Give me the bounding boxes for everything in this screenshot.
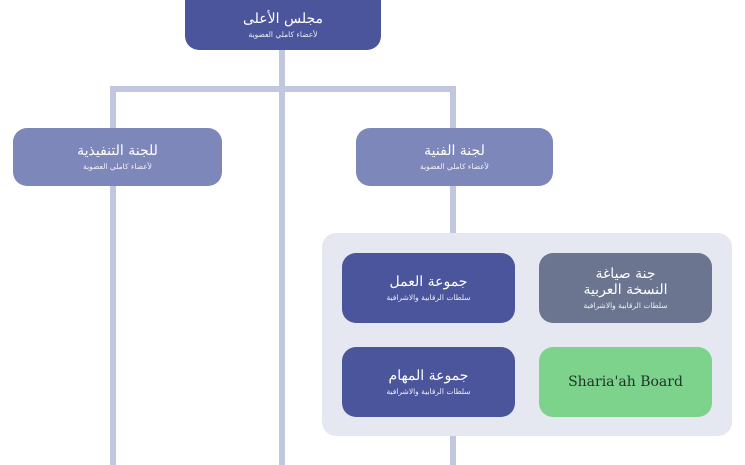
connector-right-below-panel bbox=[450, 436, 456, 465]
connector-left-down bbox=[110, 186, 116, 465]
executive-committee-title: للجنة التنفيذية bbox=[77, 142, 158, 159]
connector-left-drop bbox=[110, 86, 116, 128]
connector-right-to-panel bbox=[450, 186, 456, 233]
drafting-committee-node: جنة صياغة النسخة العربية سلطات الرقابية … bbox=[539, 253, 712, 323]
work-group-node: جموعة العمل سلطات الرقابية والاشرافية bbox=[342, 253, 515, 323]
sharia-board-title: Sharia'ah Board bbox=[568, 374, 683, 390]
work-group-subtitle: سلطات الرقابية والاشرافية bbox=[386, 292, 471, 302]
connector-top-down bbox=[279, 50, 285, 465]
connector-horizontal bbox=[110, 86, 456, 92]
drafting-committee-title-line1: جنة صياغة bbox=[595, 265, 656, 282]
supreme-council-node: مجلس الأعلى لأعضاء كاملي العضوية bbox=[185, 0, 381, 50]
connector-right-drop bbox=[450, 86, 456, 128]
technical-committee-subtitle: لأعضاء كاملي العضوية bbox=[420, 161, 489, 171]
work-group-title: جموعة العمل bbox=[389, 273, 468, 290]
sharia-board-node: Sharia'ah Board bbox=[539, 347, 712, 417]
tasks-group-subtitle: سلطات الرقابية والاشرافية bbox=[386, 386, 471, 396]
supreme-council-title: مجلس الأعلى bbox=[243, 10, 324, 27]
supreme-council-subtitle: لأعضاء كاملي العضوية bbox=[248, 29, 318, 39]
drafting-committee-subtitle: سلطات الرقابية والاشرافية bbox=[583, 300, 668, 310]
tasks-group-title: جموعة المهام bbox=[388, 367, 469, 384]
technical-committee-title: لجنة الفنية bbox=[424, 142, 485, 159]
drafting-committee-title-line2: النسخة العربية bbox=[583, 281, 668, 298]
technical-committee-node: لجنة الفنية لأعضاء كاملي العضوية bbox=[356, 128, 553, 186]
tasks-group-node: جموعة المهام سلطات الرقابية والاشرافية bbox=[342, 347, 515, 417]
executive-committee-node: للجنة التنفيذية لأعضاء كاملي العضوية bbox=[13, 128, 222, 186]
executive-committee-subtitle: لأعضاء كاملي العضوية bbox=[83, 161, 152, 171]
